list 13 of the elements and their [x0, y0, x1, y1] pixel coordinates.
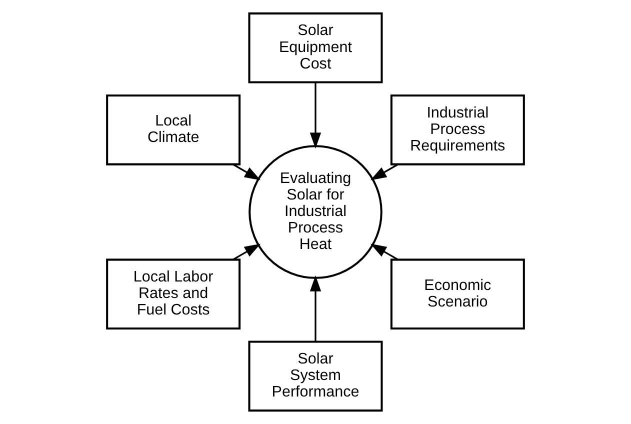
node-box: Local Labor Rates and Fuel Costs — [106, 258, 241, 330]
arrow — [370, 164, 398, 180]
arrow — [232, 164, 261, 180]
arrow — [310, 82, 322, 149]
node-circle: Evaluating Solar for Industrial Process Heat — [248, 145, 382, 279]
node-box: Local Climate — [106, 94, 241, 166]
node-box: Industrial Process Requirements — [390, 94, 525, 166]
node-box: Solar Equipment Cost — [248, 12, 383, 84]
node-box: Solar System Performance — [248, 340, 383, 412]
arrow — [310, 275, 322, 342]
node-box: Economic Scenario — [390, 258, 525, 330]
arrow — [232, 244, 261, 260]
arrow — [370, 244, 398, 260]
